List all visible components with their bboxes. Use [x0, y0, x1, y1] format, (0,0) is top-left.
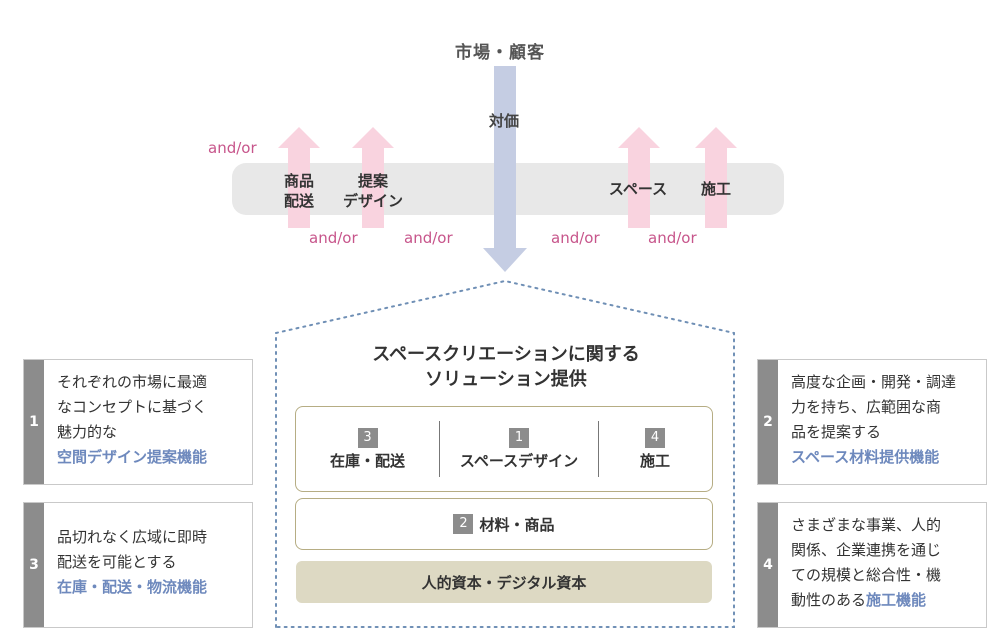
divider — [439, 421, 440, 477]
number-badge: 3 — [357, 427, 378, 448]
product-delivery-label: 商品 配送 — [283, 172, 314, 210]
function-highlight: 空間デザイン提案機能 — [57, 448, 208, 466]
construction-label: 施工 — [700, 180, 731, 198]
function-description: それぞれの市場に最適 なコンセプトに基づく 魅力的な 空間デザイン提案機能 — [57, 370, 246, 470]
function-box-3: 3 品切れなく広域に即時 配送を可能とする 在庫・配送・物流機能 — [23, 502, 253, 628]
capital-foundation: 人的資本・デジタル資本 — [296, 561, 712, 603]
proposal-design-label: 提案 デザイン — [342, 172, 403, 210]
andor-label: and/or — [404, 229, 453, 247]
divider — [598, 421, 599, 477]
arrow-space — [618, 127, 660, 228]
space-label: スペース — [608, 180, 668, 198]
number-tab: 4 — [758, 503, 778, 627]
andor-label: and/or — [208, 139, 257, 157]
function-box-4: 4 さまざまな事業、人的 関係、企業連携を通じ ての規模と総合性・機 動性のある… — [757, 502, 987, 628]
cell-label: 施工 — [639, 451, 670, 470]
function-highlight: スペース材料提供機能 — [791, 448, 940, 466]
function-description: 品切れなく広域に即時 配送を可能とする 在庫・配送・物流機能 — [57, 525, 246, 600]
function-description: さまざまな事業、人的 関係、企業連携を通じ ての規模と総合性・機 動性のある施工… — [791, 516, 942, 609]
andor-label: and/or — [648, 229, 697, 247]
number-badge: 4 — [645, 427, 665, 448]
house-title: スペースクリエーションに関する ソリューション提供 — [372, 344, 640, 390]
function-highlight: 在庫・配送・物流機能 — [57, 578, 208, 596]
andor-label: and/or — [551, 229, 600, 247]
number-tab: 1 — [24, 360, 44, 484]
market-customer-title: 市場・顧客 — [455, 43, 545, 63]
materials-row: 2 材料・商品 — [295, 498, 713, 550]
number-tab: 2 — [758, 360, 778, 484]
arrow-product-delivery — [278, 127, 320, 228]
function-box-1: 1 それぞれの市場に最適 なコンセプトに基づく 魅力的な 空間デザイン提案機能 — [23, 359, 253, 485]
number-tab: 3 — [24, 503, 44, 627]
function-box-2: 2 高度な企画・開発・調達 力を持ち、広範囲な商 品を提案する スペース材料提供… — [757, 359, 987, 485]
number-badge: 2 — [453, 514, 474, 534]
functions-row: 3 在庫・配送 1 スペースデザイン 4 施工 — [295, 406, 713, 492]
arrow-construction — [695, 127, 737, 228]
andor-label: and/or — [309, 229, 358, 247]
arrow-proposal-design — [352, 127, 394, 228]
cell-inventory-delivery: 3 在庫・配送 — [296, 407, 439, 491]
price-arrow — [483, 66, 527, 272]
cell-space-design: 1 スペースデザイン — [440, 407, 598, 491]
function-description: 高度な企画・開発・調達 力を持ち、広範囲な商 品を提案する スペース材料提供機能 — [791, 370, 980, 470]
house-outline — [275, 279, 735, 628]
materials-label: 材料・商品 — [479, 515, 555, 534]
cell-label: スペースデザイン — [459, 451, 579, 470]
cell-construction: 4 施工 — [599, 407, 711, 491]
function-highlight: 施工機能 — [866, 591, 927, 609]
price-label: 対価 — [488, 112, 519, 130]
number-badge: 1 — [509, 427, 529, 448]
cell-label: 在庫・配送 — [329, 451, 405, 470]
